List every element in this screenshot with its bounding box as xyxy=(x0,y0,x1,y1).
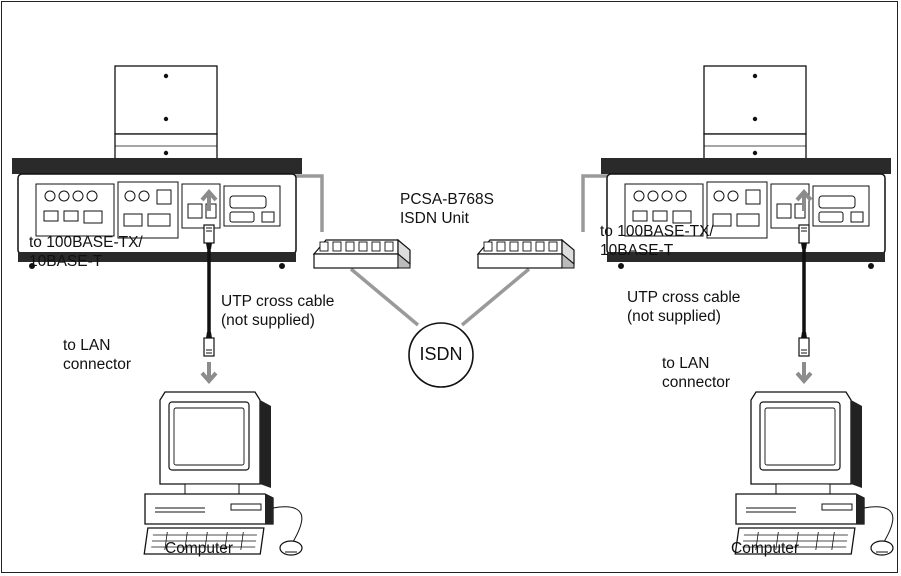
left-lan-port-line1: to 100BASE-TX/ xyxy=(29,234,143,251)
isdn-network-label: ISDN xyxy=(419,344,463,364)
left-lan-connector-label: to LAN connector xyxy=(63,336,131,374)
isdn-unit-line2: ISDN Unit xyxy=(400,210,469,227)
isdn-unit-label: PCSA-B768S ISDN Unit xyxy=(400,190,494,228)
left-cable-line1: UTP cross cable xyxy=(221,293,335,310)
right-computer-label: Computer xyxy=(731,540,800,557)
right-lan-connector-line2: connector xyxy=(662,374,731,391)
right-codec-to-hub-line xyxy=(581,174,616,232)
left-computer-icon xyxy=(143,391,303,556)
left-lan-connector-line2: connector xyxy=(63,356,132,373)
right-lan-port-line1: to 100BASE-TX/ xyxy=(600,223,714,240)
isdn-unit-line1: PCSA-B768S xyxy=(400,191,494,208)
left-lan-port-label: to 100BASE-TX/ 10BASE-T xyxy=(29,233,143,271)
left-lan-port-line2: 10BASE-T xyxy=(29,253,103,270)
left-lan-connector-line1: to LAN xyxy=(63,337,111,354)
isdn-network-circle xyxy=(408,322,474,388)
right-lan-port-line2: 10BASE-T xyxy=(600,242,674,259)
right-lan-connector-label: to LAN connector xyxy=(662,354,730,392)
left-hub-to-isdn-line xyxy=(349,267,420,327)
right-bottom-plug-icon xyxy=(798,331,810,357)
right-hub-to-isdn-line xyxy=(460,267,531,327)
left-computer-label: Computer xyxy=(165,540,234,557)
right-cable-label: UTP cross cable (not supplied) xyxy=(627,288,740,326)
left-up-arrow-icon xyxy=(200,188,218,211)
left-cable xyxy=(200,188,218,385)
left-cable-line2: (not supplied) xyxy=(221,312,315,329)
left-codec-to-hub-line xyxy=(290,174,324,232)
right-cable xyxy=(795,188,813,385)
right-hub-icon xyxy=(477,239,575,269)
left-down-arrow-icon xyxy=(200,362,218,385)
right-lan-port-label: to 100BASE-TX/ 10BASE-T xyxy=(600,222,714,260)
right-cable-line2: (not supplied) xyxy=(627,308,721,325)
right-lan-connector-line1: to LAN xyxy=(662,355,710,372)
right-cable-line1: UTP cross cable xyxy=(627,289,741,306)
right-up-arrow-icon xyxy=(795,188,813,211)
right-down-arrow-icon xyxy=(795,362,813,385)
right-computer-icon xyxy=(734,391,894,556)
left-hub-icon xyxy=(313,239,411,269)
left-bottom-plug-icon xyxy=(203,331,215,357)
left-cable-label: UTP cross cable (not supplied) xyxy=(221,292,334,330)
link-lines xyxy=(290,174,616,327)
